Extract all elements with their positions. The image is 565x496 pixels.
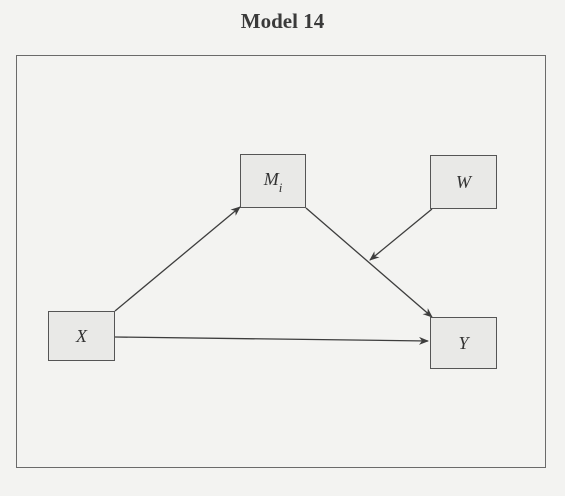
node-x: X xyxy=(48,311,115,361)
node-y: Y xyxy=(430,317,497,369)
node-m: Mi xyxy=(240,154,306,208)
node-m-label: Mi xyxy=(263,168,283,196)
diagram-frame xyxy=(16,55,546,468)
node-y-label: Y xyxy=(458,332,469,353)
node-w-label: W xyxy=(456,171,471,192)
diagram-title: Model 14 xyxy=(240,9,325,33)
node-m-base: M xyxy=(263,168,279,189)
node-w: W xyxy=(430,155,497,209)
node-m-subscript: i xyxy=(278,180,283,196)
node-x-label: X xyxy=(76,325,87,346)
